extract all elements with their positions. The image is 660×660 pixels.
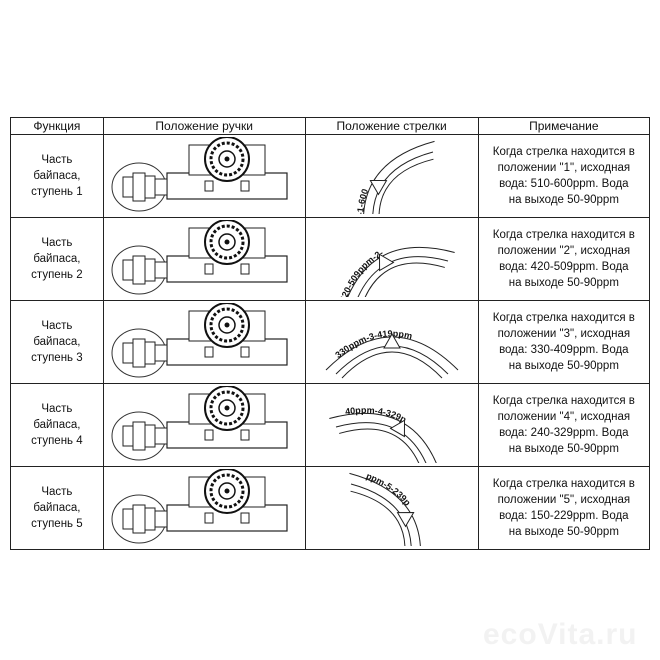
table-row: Часть байпаса, ступень 5 ppm-5-239p Когда … [10, 466, 651, 550]
table-row: Часть байпаса, ступень 1 0ppm-1-600 Когда … [10, 134, 651, 218]
table-header: Функция Положение ручки Положение стрелк… [10, 117, 651, 135]
note-cell: Когда стрелка находится в положении "3", … [477, 300, 651, 384]
function-cell: Часть байпаса, ступень 5 [10, 466, 104, 550]
gauge-label: 40ppm-4-329p [340, 387, 408, 444]
table-row: Часть байпаса, ступень 3 330ppm-3-419ppm К… [10, 300, 651, 384]
function-text: ступень 3 [31, 352, 83, 364]
note-text: вода: 150-229ppm. Вода [499, 510, 629, 522]
note-cell: Когда стрелка находится в положении "5", … [477, 466, 651, 550]
bypass-table: Функция Положение ручки Положение стрелк… [10, 117, 651, 550]
header-note: Примечание [477, 117, 651, 135]
gauge-label: ppm-5-239p [361, 470, 413, 519]
function-text: Часть [41, 320, 73, 332]
valve-handle-illustration [111, 220, 288, 295]
valve-handle-illustration [111, 386, 288, 461]
function-text: ступень 2 [31, 269, 83, 281]
note-text: Когда стрелка находится в [492, 312, 635, 324]
valve-handle-illustration [111, 303, 288, 378]
header-arrow-position: Положение стрелки [304, 117, 479, 135]
arrow-position-cell: ppm-5-239p [304, 466, 479, 550]
note-cell: Когда стрелка находится в положении "4", … [477, 383, 651, 467]
handle-position-cell [102, 466, 306, 550]
function-text: байпаса, [33, 253, 81, 265]
gauge-arrow-illustration: 40ppm-4-329p [328, 387, 444, 463]
note-cell: Когда стрелка находится в положении "2", … [477, 217, 651, 301]
function-text: ступень 5 [31, 518, 83, 530]
function-cell: Часть байпаса, ступень 1 [10, 134, 104, 218]
note-text: положении "5", исходная [497, 494, 631, 506]
note-text: на выходе 50-90ppm [508, 277, 619, 289]
function-text: байпаса, [33, 419, 81, 431]
note-text: Когда стрелка находится в [492, 478, 635, 490]
note-text: Когда стрелка находится в [492, 146, 635, 158]
gauge-arrow-illustration: 420-509ppm-2- [325, 246, 455, 297]
gauge-arrow-illustration: ppm-5-239p [348, 470, 421, 546]
function-text: ступень 4 [31, 435, 83, 447]
function-text: Часть [41, 154, 73, 166]
note-cell: Когда стрелка находится в положении "1", … [477, 134, 651, 218]
function-cell: Часть байпаса, ступень 4 [10, 383, 104, 467]
function-text: Часть [41, 486, 73, 498]
note-text: Когда стрелка находится в [492, 395, 635, 407]
function-text: Часть [41, 403, 73, 415]
note-text: на выходе 50-90ppm [508, 194, 619, 206]
note-text: положении "4", исходная [497, 411, 631, 423]
function-text: Часть [41, 237, 73, 249]
note-text: на выходе 50-90ppm [508, 526, 619, 538]
note-text: положении "3", исходная [497, 328, 631, 340]
arrow-position-cell: 0ppm-1-600 [304, 134, 479, 218]
function-text: байпаса, [33, 170, 81, 182]
note-text: положении "1", исходная [497, 162, 631, 174]
table-row: Часть байпаса, ступень 4 40ppm-4-329p Когд… [10, 383, 651, 467]
note-text: вода: 510-600ppm. Вода [499, 178, 629, 190]
header-handle-position: Положение ручки [102, 117, 306, 135]
arrow-position-cell: 330ppm-3-419ppm [304, 300, 479, 384]
note-text: на выходе 50-90ppm [508, 360, 619, 372]
note-text: вода: 420-509ppm. Вода [499, 261, 629, 273]
gauge-arrow-illustration: 0ppm-1-600 [336, 140, 435, 214]
function-cell: Часть байпаса, ступень 2 [10, 217, 104, 301]
header-function: Функция [10, 117, 104, 135]
handle-position-cell [102, 217, 306, 301]
function-text: байпаса, [33, 336, 81, 348]
function-text: ступень 1 [31, 186, 83, 198]
note-text: положении "2", исходная [497, 245, 631, 257]
table-row: Часть байпаса, ступень 2 420-509ppm-2- Ког… [10, 217, 651, 301]
note-text: Когда стрелка находится в [492, 229, 635, 241]
handle-position-cell [102, 134, 306, 218]
note-text: вода: 330-409ppm. Вода [499, 344, 629, 356]
gauge-arrow-illustration: 330ppm-3-419ppm [325, 328, 458, 379]
valve-handle-illustration [111, 137, 288, 212]
watermark: ecoVita.ru [483, 618, 638, 651]
handle-position-cell [102, 300, 306, 384]
function-cell: Часть байпаса, ступень 3 [10, 300, 104, 384]
note-text: на выходе 50-90ppm [508, 443, 619, 455]
valve-handle-illustration [111, 469, 288, 544]
function-text: байпаса, [33, 502, 81, 514]
handle-position-cell [102, 383, 306, 467]
arrow-position-cell: 40ppm-4-329p [304, 383, 479, 467]
note-text: вода: 240-329ppm. Вода [499, 427, 629, 439]
arrow-position-cell: 420-509ppm-2- [304, 217, 479, 301]
